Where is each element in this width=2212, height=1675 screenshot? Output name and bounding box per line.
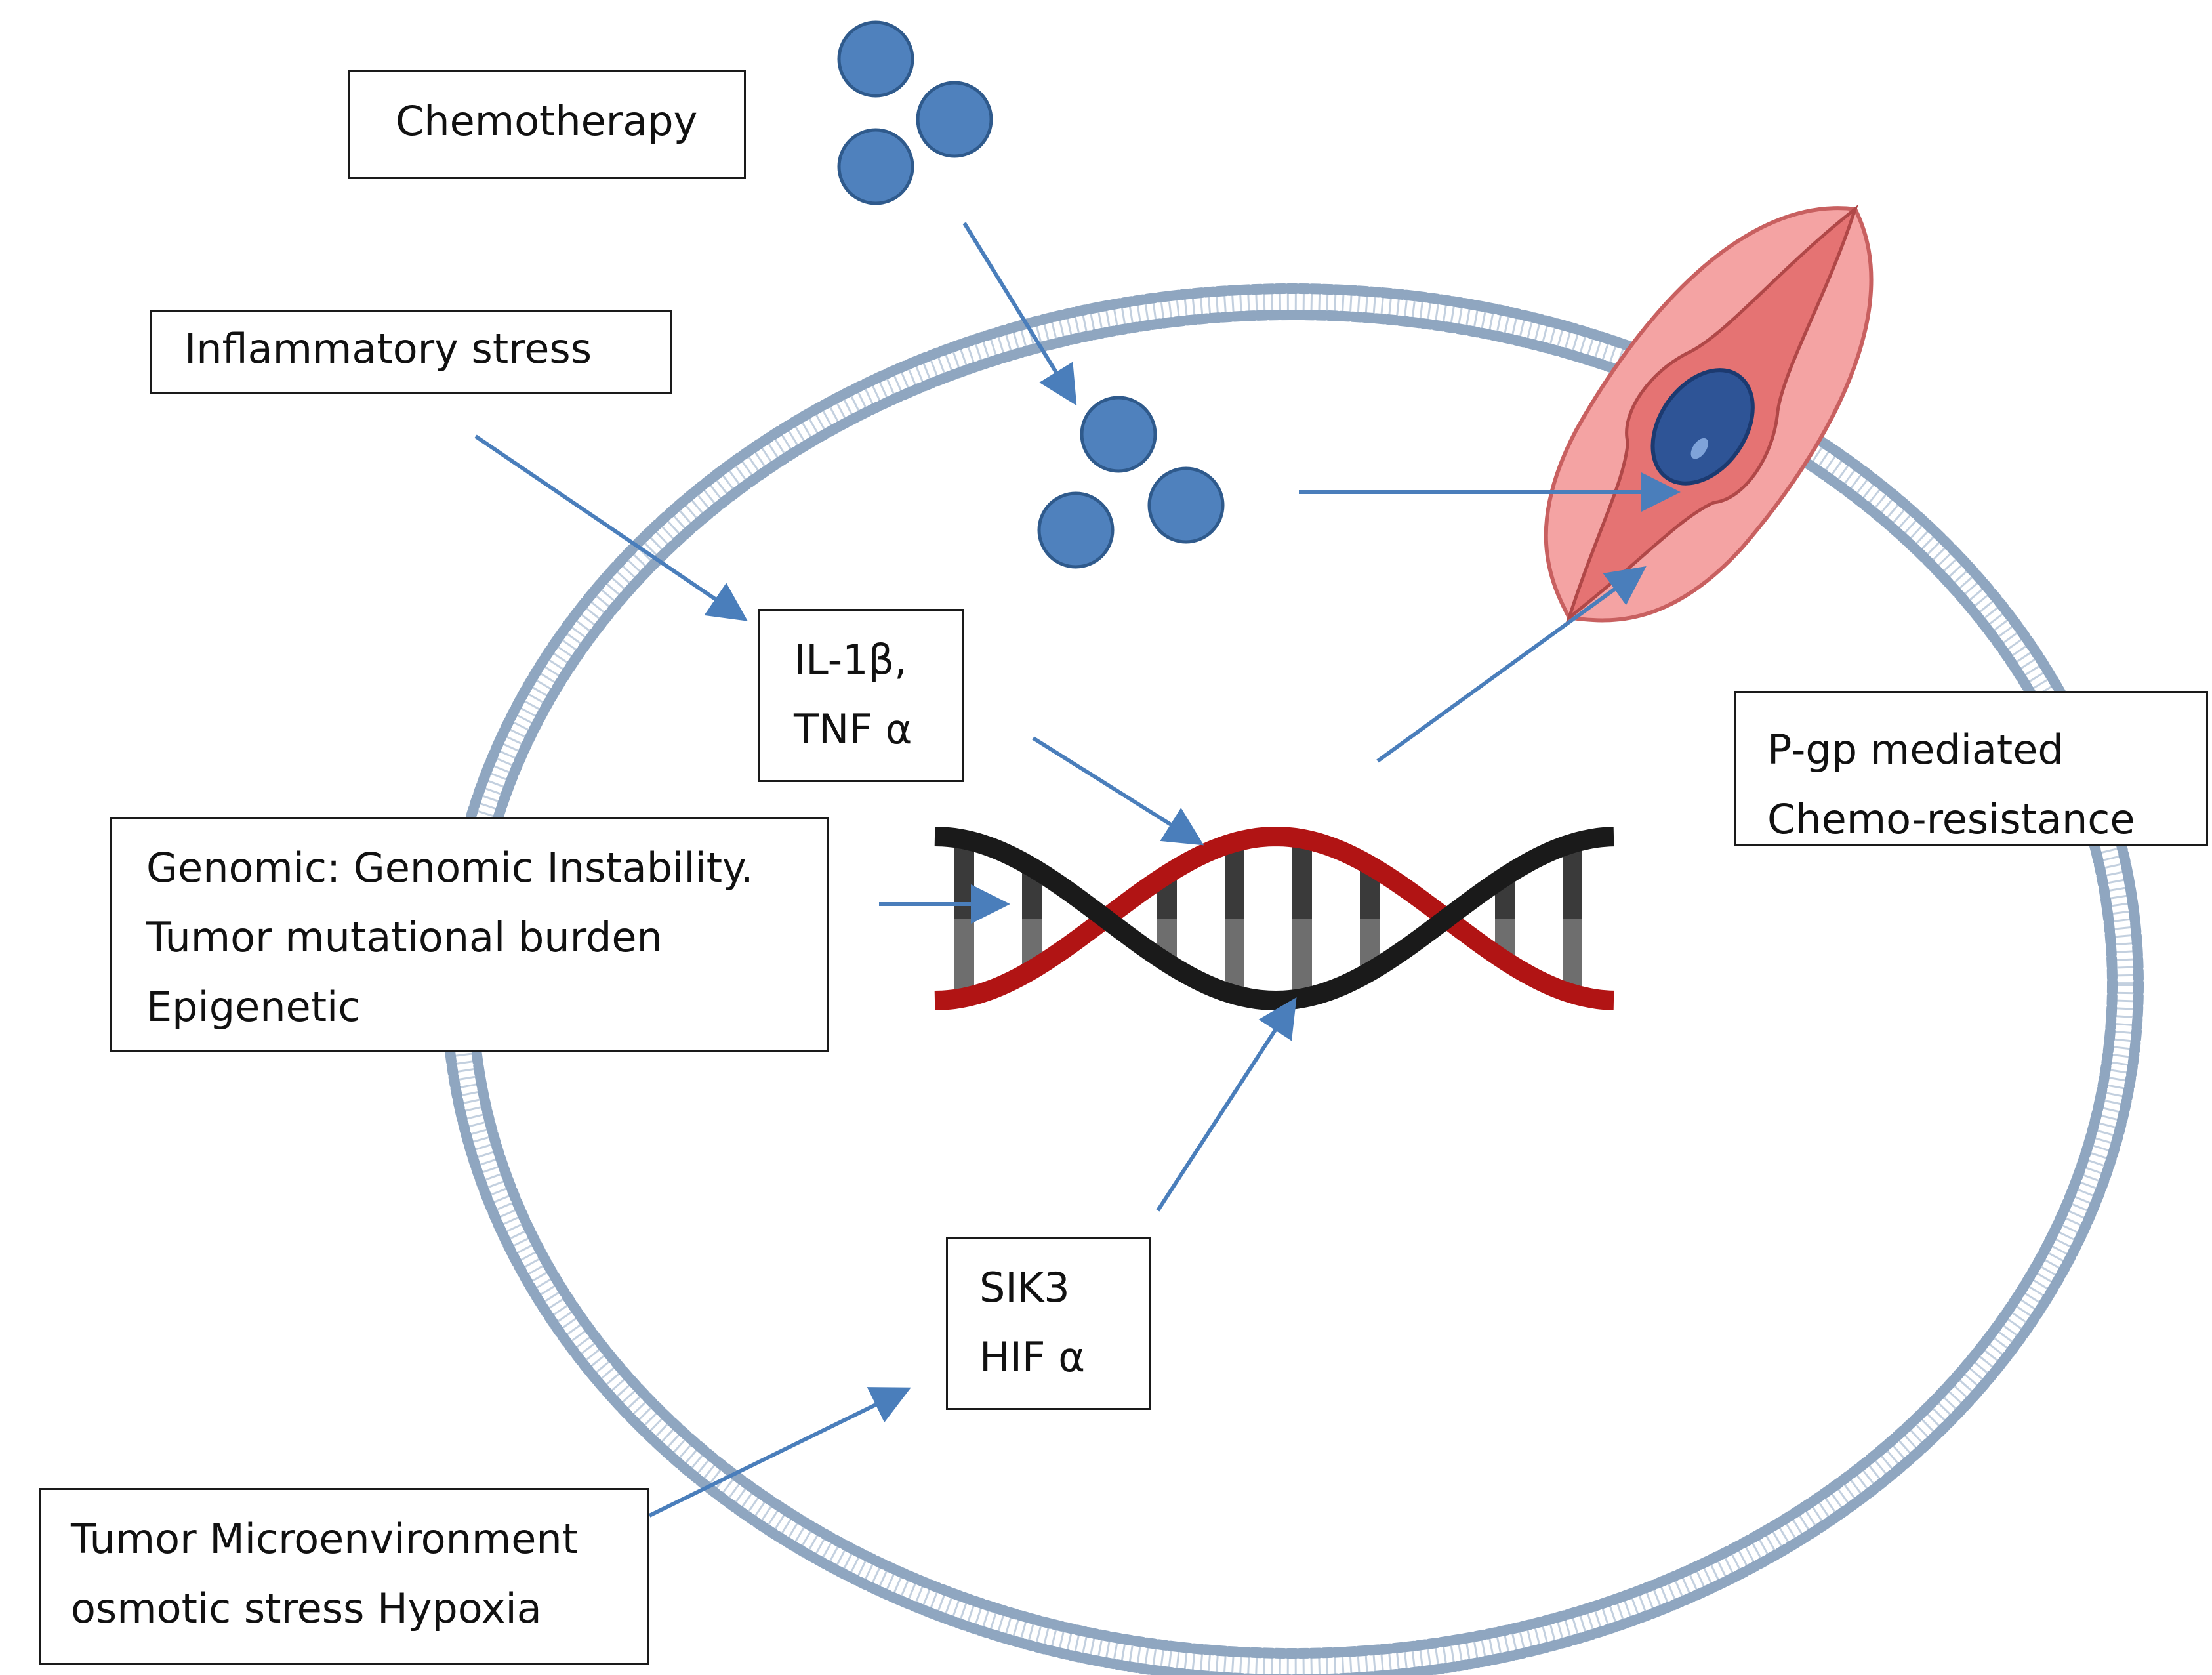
arrow-chemo-in — [962, 222, 1077, 406]
dna-helix-icon — [934, 826, 1614, 1011]
inflammatory-label: Inflammatory stress — [184, 325, 592, 373]
cytokines-label-box: IL-1β, TNF α — [758, 609, 964, 782]
cytokines-label-line2: TNF α — [794, 705, 912, 753]
tumor-label-box: Tumor Microenvironment osmotic stress Hy… — [39, 1488, 649, 1665]
genomic-label-box: Genomic: Genomic Instability. Tumor muta… — [110, 817, 829, 1052]
pgp-transporter-icon — [1544, 204, 1874, 623]
chemotherapy-label-box: Chemotherapy — [348, 70, 746, 179]
arrow-cytokines-to-dna — [1032, 736, 1204, 846]
drug-particle-icon — [916, 81, 993, 158]
arrow-sik3-to-dna — [1156, 997, 1297, 1212]
sik3-label-line2: HIF α — [979, 1333, 1086, 1381]
genomic-label-line1: Genomic: Genomic Instability. — [146, 844, 754, 892]
drug-particle-icon — [1147, 466, 1225, 544]
drug-particle-icon — [1080, 396, 1157, 473]
drug-particle-icon — [1037, 491, 1115, 569]
arrows — [474, 222, 1681, 1518]
genomic-label-line2: Tumor mutational burden — [146, 913, 663, 961]
sik3-label-line1: SIK3 — [979, 1264, 1070, 1312]
pgp-label-line2: Chemo-resistance — [1767, 795, 2135, 843]
pgp-label-box: P-gp mediated Chemo-resistance — [1734, 691, 2208, 846]
sik3-label-box: SIK3 HIF α — [946, 1237, 1151, 1410]
arrow-dna-to-pgp — [1376, 566, 1647, 763]
drug-particles-inside — [1037, 396, 1225, 569]
cytokines-label-line1: IL-1β, — [794, 636, 907, 684]
drug-particle-icon — [837, 20, 914, 98]
chemotherapy-label: Chemotherapy — [396, 97, 698, 145]
tumor-label-line1: Tumor Microenvironment — [71, 1515, 579, 1563]
tumor-label-line2: osmotic stress Hypoxia — [71, 1584, 542, 1632]
drug-particle-icon — [837, 128, 914, 205]
drug-particles-outside — [837, 20, 993, 205]
inflammatory-label-box: Inflammatory stress — [150, 310, 672, 394]
arrow-inflammatory-to-cytokines — [474, 434, 748, 621]
genomic-label-line3: Epigenetic — [146, 983, 361, 1031]
pgp-label-line1: P-gp mediated — [1767, 726, 2064, 774]
arrow-tumor-to-sik3 — [648, 1387, 911, 1518]
